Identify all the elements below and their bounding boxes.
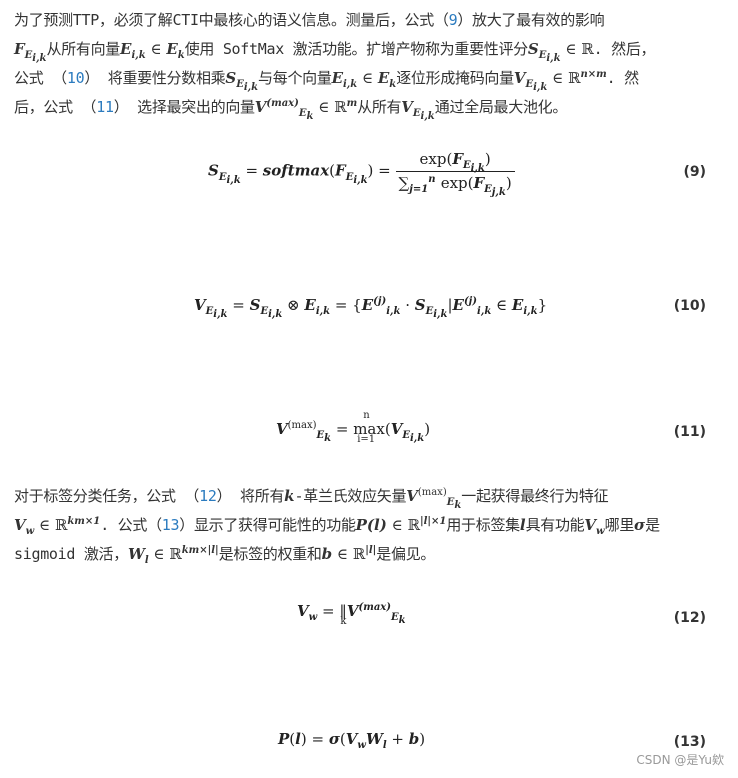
equation-ref-11[interactable]: 11 bbox=[96, 98, 114, 116]
paragraph-1: 为了预测TTP，必须了解CTI中最核心的语义信息。测量后，公式（9）放大了最有效… bbox=[14, 6, 726, 122]
equation-13-body: P(l) = σ(VwWl + b) bbox=[278, 730, 426, 751]
equation-10-number: (10) bbox=[673, 298, 706, 314]
equation-ref-10[interactable]: 10 bbox=[66, 69, 85, 87]
watermark: CSDN @是Yu欸 bbox=[636, 753, 724, 767]
equation-9: SEi,k = softmax(FEi,k) = exp(FEi,k) ∑j=1… bbox=[0, 150, 738, 200]
equation-9-body: SEi,k = softmax(FEi,k) = exp(FEi,k) ∑j=1… bbox=[208, 150, 515, 198]
para1-line-3: 公式 （10） 将重要性分数相乘SEi,k与每个向量Ei,k ∈ Ek逐位形成掩… bbox=[14, 69, 639, 93]
equation-ref-13[interactable]: 13 bbox=[161, 516, 180, 534]
equation-9-number: (9) bbox=[683, 164, 706, 180]
para1-line-1: 为了预测TTP，必须了解CTI中最核心的语义信息。测量后，公式（9）放大了最有效… bbox=[14, 11, 605, 29]
para2-line-2: Vw ∈ ℝkm×1. 公式（13）显示了获得可能性的功能P(l) ∈ ℝ|l|… bbox=[14, 516, 660, 537]
equation-13: P(l) = σ(VwWl + b) (13) bbox=[0, 728, 738, 778]
para1-line-2: FEi,k从所有向量Ei,k ∈ Ek使用 SoftMax 激活功能。扩增产物称… bbox=[14, 40, 656, 64]
equation-10-body: VEi,k = SEi,k ⊗ Ei,k = {E(j)i,k · SEi,k|… bbox=[194, 296, 548, 320]
equation-ref-12[interactable]: 12 bbox=[199, 487, 217, 505]
para1-line-4: 后，公式 （11） 选择最突出的向量V(max)Ek ∈ ℝm从所有VEi,k通… bbox=[14, 98, 568, 122]
para2-line-3: sigmoid 激活，Wl ∈ ℝkm×|l|是标签的权重和b ∈ ℝ|l|是偏… bbox=[14, 545, 436, 566]
equation-10: VEi,k = SEi,k ⊗ Ei,k = {E(j)i,k · SEi,k|… bbox=[0, 292, 738, 342]
equation-11-number: (11) bbox=[673, 424, 706, 440]
equation-13-number: (13) bbox=[673, 734, 706, 750]
equation-ref-9[interactable]: 9 bbox=[448, 11, 458, 29]
para2-line-1: 对于标签分类任务，公式 （12） 将所有k-革兰氏效应矢量V(max)Ek一起获… bbox=[14, 487, 609, 511]
paragraph-2: 对于标签分类任务，公式 （12） 将所有k-革兰氏效应矢量V(max)Ek一起获… bbox=[14, 482, 726, 569]
equation-12-number: (12) bbox=[673, 610, 706, 626]
fraction: exp(FEi,k) ∑j=1n exp(FEj,k) bbox=[395, 150, 515, 198]
